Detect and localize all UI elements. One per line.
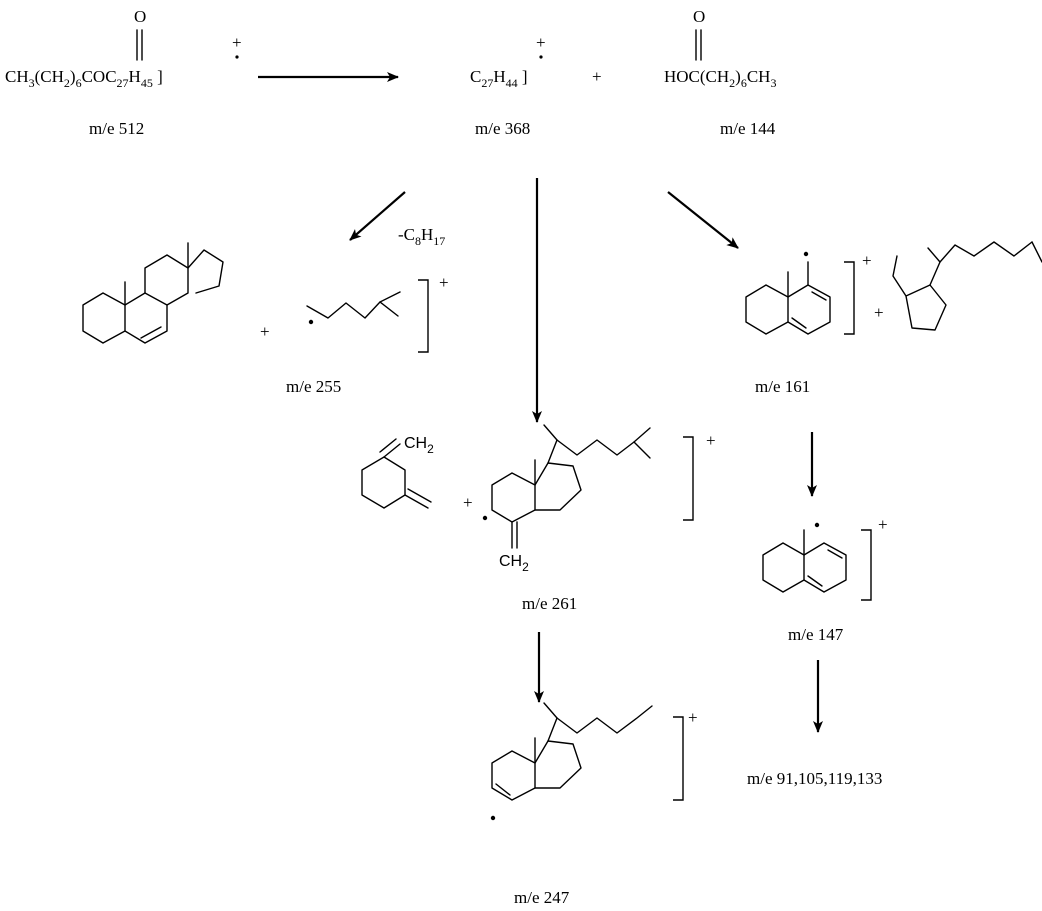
ion-247-mass-label: m/e 247: [514, 888, 570, 907]
ion-368: + C27H44 ] m/e 368: [470, 33, 546, 138]
arrow-368-to-161: [667, 191, 739, 249]
reactant-formula: CH3(CH2)6COC27H45 ]: [5, 67, 163, 90]
acid-formula: HOC(CH2)6CH3: [664, 67, 776, 90]
ion-147-mass-label: m/e 147: [788, 625, 844, 644]
arrow-368-to-255: [349, 191, 406, 241]
ch2-bottom-label: CH2: [499, 553, 529, 574]
plus-sign-161: +: [874, 303, 884, 322]
plus-sign-261: +: [463, 493, 473, 512]
ion-261-mass-label: m/e 261: [522, 594, 577, 613]
reactant-ester: O + CH3(CH2)6COC27H45 ] m/e 512: [5, 7, 242, 138]
ion-147: + m/e 147: [762, 515, 888, 644]
plus-sign-368-144: +: [592, 67, 602, 86]
ion-147-charge: +: [878, 515, 888, 534]
ion-161-charge: +: [862, 251, 872, 270]
ion-255-mass-label: m/e 255: [286, 377, 341, 396]
ion-161-mass-label: m/e 161: [755, 377, 810, 396]
ion-368-formula: C27H44 ]: [470, 67, 528, 90]
reactant-charge: +: [232, 33, 242, 52]
ch2-top-label: CH2: [404, 435, 434, 456]
plus-sign-255: +: [260, 322, 270, 341]
ion-255-charge: +: [439, 273, 449, 292]
reactant-carbonyl-o: O: [134, 7, 146, 26]
ion-255: + + m/e 255: [82, 242, 449, 396]
ion-368-mass-label: m/e 368: [475, 119, 530, 138]
ion-161: + + m/e 161: [745, 241, 1042, 396]
ion-261-charge: +: [706, 431, 716, 450]
acid-carbonyl-o: O: [693, 7, 705, 26]
ion-261: CH2 + CH2 + m/e 261: [361, 424, 716, 613]
acid-mass-label: m/e 144: [720, 119, 776, 138]
loss-c8h17-label: -C8H17: [398, 225, 445, 248]
small-fragments-mass-label: m/e 91,105,119,133: [747, 769, 882, 788]
ion-368-charge: +: [536, 33, 546, 52]
octanoic-acid: O HOC(CH2)6CH3 m/e 144: [664, 7, 776, 138]
ion-247: + m/e 247: [490, 702, 698, 907]
reactant-mass-label: m/e 512: [89, 119, 144, 138]
ion-247-charge: +: [688, 708, 698, 727]
